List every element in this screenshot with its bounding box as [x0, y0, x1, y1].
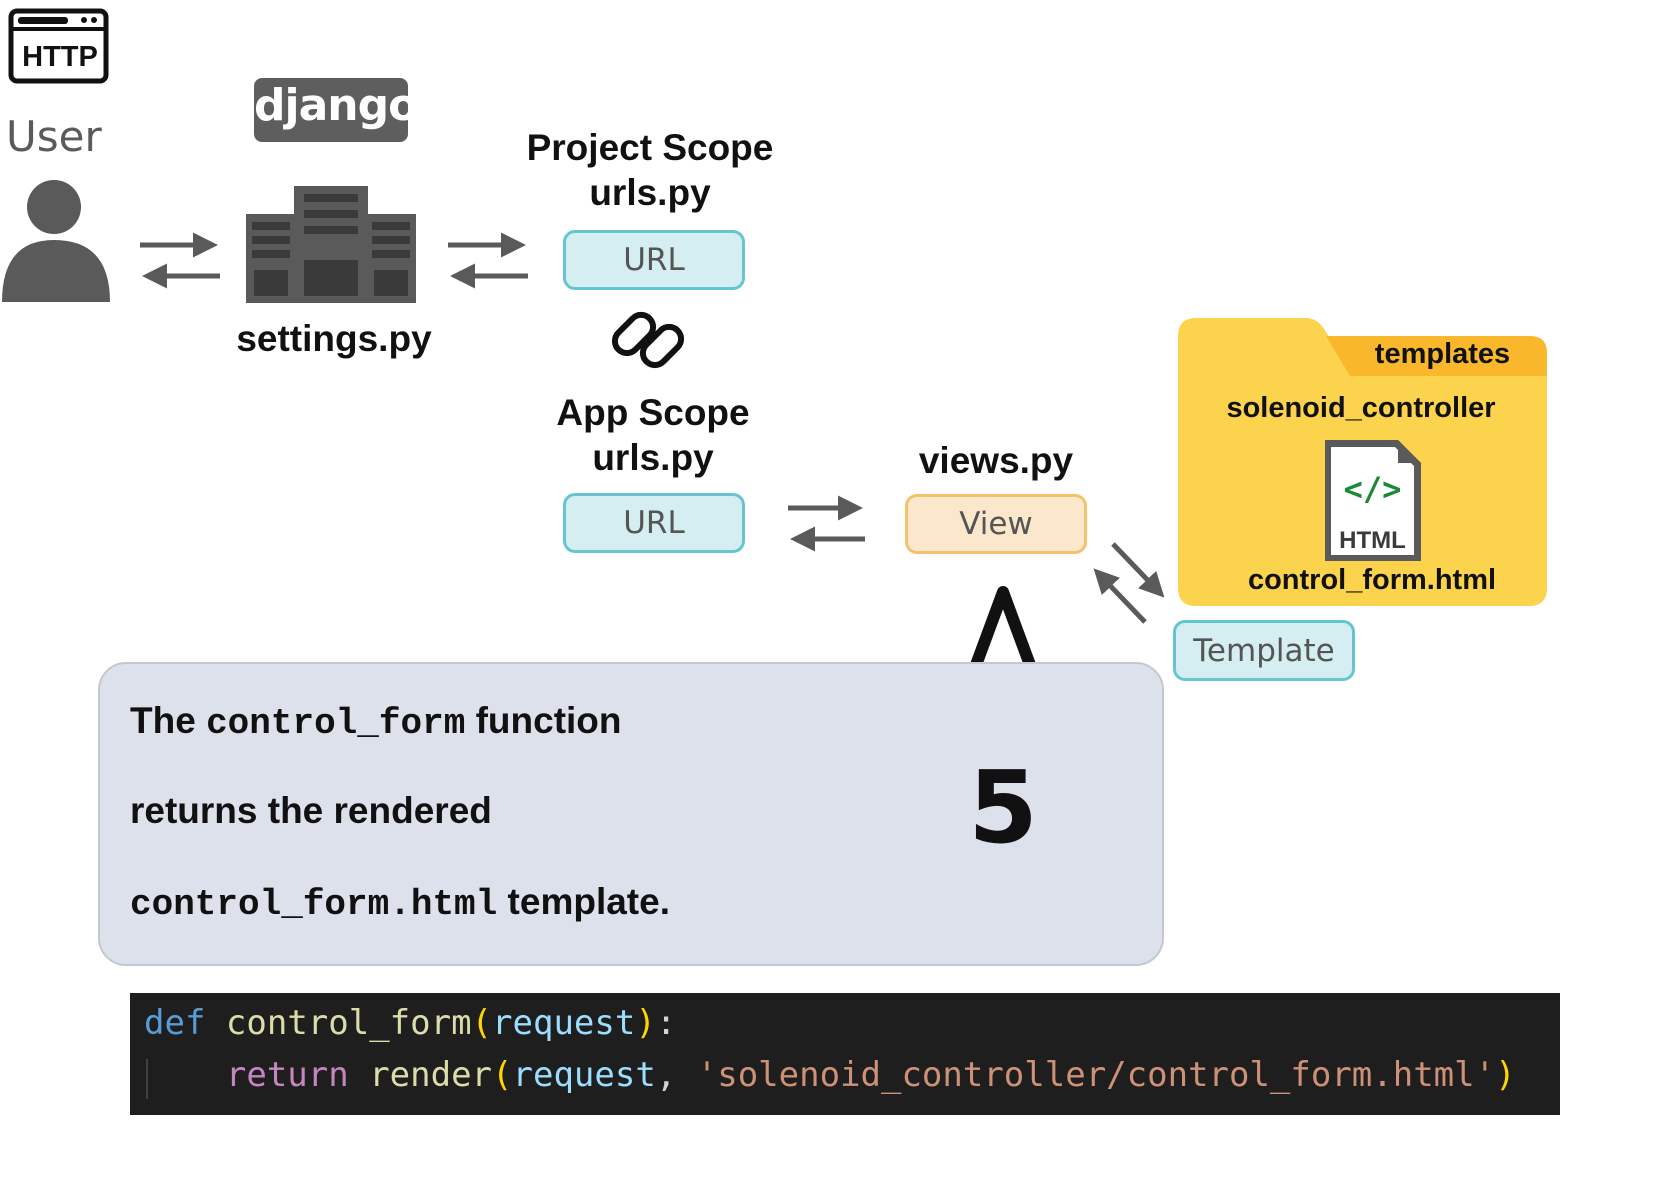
code-block: def control_form(request): return render… [130, 993, 1560, 1115]
code-string: 'solenoid_controller/control_form.html' [696, 1055, 1496, 1095]
callout-line1-prefix: The [130, 700, 207, 741]
app-url-box: URL [563, 493, 745, 553]
project-scope-file: urls.py [589, 172, 711, 213]
indent-guide [146, 1059, 148, 1099]
http-icon [8, 8, 109, 84]
callout-line3-suffix: template. [497, 881, 670, 922]
subfolder-label: solenoid_controller [1226, 392, 1496, 424]
callout-line1-suffix: function [465, 700, 622, 741]
arrows-urls-view [788, 495, 865, 552]
code-keyword-def: def [144, 1003, 206, 1043]
server-icon [246, 186, 416, 303]
views-file-label: views.py [918, 440, 1074, 481]
arrows-view-template [1093, 542, 1165, 624]
html-file-icon [1325, 440, 1421, 561]
folder-tab-label: templates [1374, 338, 1511, 370]
callout-line1-code: control_form [206, 703, 466, 744]
code-param-2: request [512, 1055, 656, 1095]
html-file-code-glyph: </> [1343, 470, 1402, 508]
project-scope-title: Project Scope [526, 127, 774, 168]
code-paren-open: ( [471, 1003, 493, 1043]
settings-label: settings.py [236, 318, 432, 359]
html-file-type: HTML [1339, 527, 1406, 554]
code-render-call: render [369, 1055, 493, 1095]
app-scope-title: App Scope [556, 392, 750, 433]
link-icon [611, 311, 685, 369]
django-logo-text: django [254, 80, 418, 131]
code-paren-open-2: ( [492, 1055, 513, 1095]
user-label: User [6, 112, 102, 161]
step-number: 5 [968, 749, 1038, 866]
user-icon [2, 180, 110, 302]
django-logo [254, 78, 408, 142]
code-param: request [492, 1003, 636, 1043]
code-paren-close-2: ) [1495, 1055, 1516, 1095]
code-comma: , [655, 1055, 697, 1095]
template-box: Template [1173, 620, 1355, 681]
http-badge-label: HTTP [22, 41, 98, 73]
project-url-box: URL [563, 230, 745, 290]
view-box: View [905, 494, 1087, 554]
callout-line-1: The control_form function [130, 700, 622, 744]
code-keyword-return: return [225, 1055, 349, 1095]
code-paren-close: ) [635, 1003, 656, 1043]
app-scope-file: urls.py [592, 437, 714, 478]
code-line-1: def control_form(request): [144, 1003, 676, 1043]
code-colon: : [655, 1003, 677, 1043]
code-line-2: return render(request, 'solenoid_control… [144, 1055, 1516, 1095]
arrows-user-settings [140, 232, 220, 289]
code-function-name: control_form [225, 1003, 472, 1043]
explanation-callout [98, 662, 1164, 966]
html-filename: control_form.html [1247, 564, 1497, 596]
arrows-settings-urls [448, 232, 528, 289]
callout-line-3: control_form.html template. [130, 881, 670, 925]
callout-line-2: returns the rendered [130, 790, 492, 831]
callout-line3-code: control_form.html [130, 884, 498, 925]
